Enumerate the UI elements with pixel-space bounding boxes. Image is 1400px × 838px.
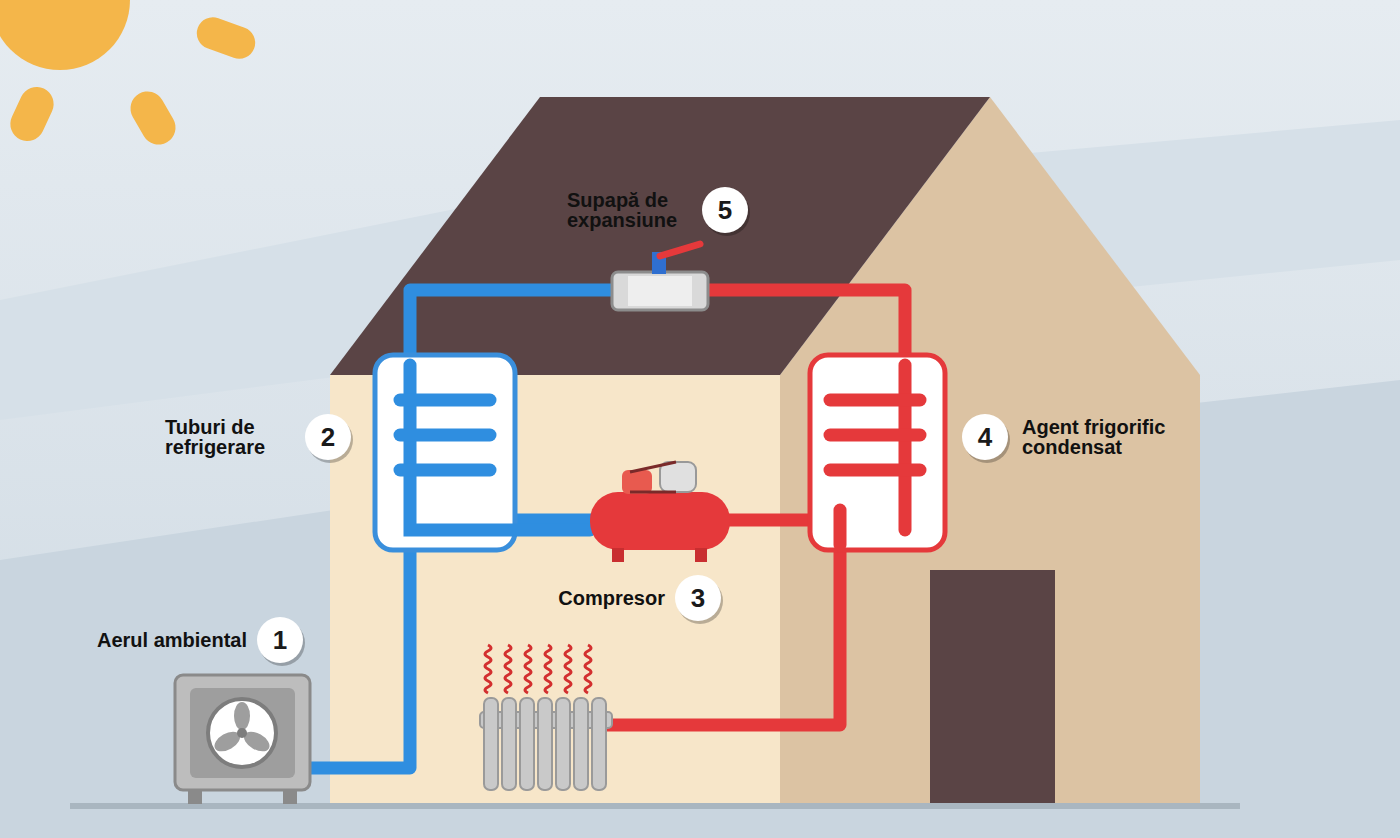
callout-circle: Agent frigorific condensat4 xyxy=(962,414,1008,460)
callout-number: 2 xyxy=(305,414,351,460)
part-label: Aerul ambiental xyxy=(97,630,247,650)
callout-circle: Compresor3 xyxy=(675,575,721,621)
part-label: Supapă de expansiune xyxy=(567,190,692,230)
callout-circle: Tuburi de refrigerare2 xyxy=(305,414,351,460)
heat-wave xyxy=(585,645,591,693)
heat-wave xyxy=(565,645,571,693)
heat-wave xyxy=(505,645,511,693)
callout-number: 4 xyxy=(962,414,1008,460)
part-label: Tuburi de refrigerare xyxy=(165,417,295,457)
callout-circle: Aerul ambiental1 xyxy=(257,617,303,663)
heat-wave xyxy=(525,645,531,693)
callout-circle: Supapă de expansiune5 xyxy=(702,187,748,233)
heat-wave xyxy=(485,645,491,693)
callout-number: 5 xyxy=(702,187,748,233)
callout-number: 1 xyxy=(257,617,303,663)
callout-number: 3 xyxy=(675,575,721,621)
part-label: Compresor xyxy=(558,588,665,608)
heat-wave xyxy=(545,645,551,693)
part-label: Agent frigorific condensat xyxy=(1022,417,1207,457)
